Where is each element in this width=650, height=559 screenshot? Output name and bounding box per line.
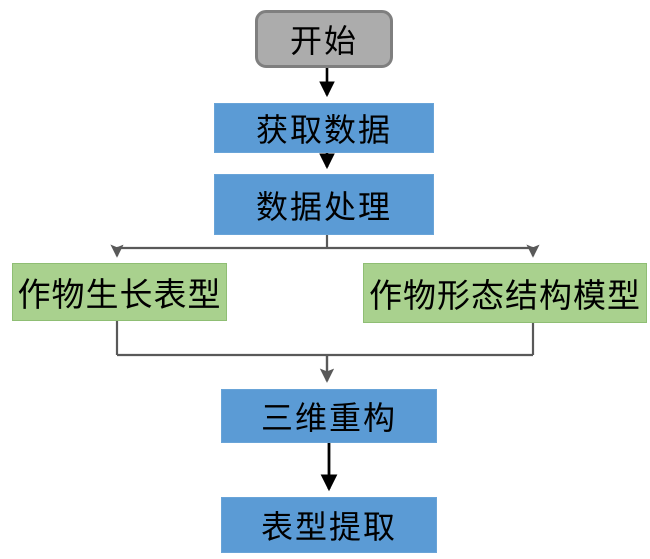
node-crop-morphology-model: 作物形态结构模型: [363, 263, 647, 323]
node-acquire-data: 获取数据: [214, 103, 434, 153]
node-data-processing-label: 数据处理: [255, 188, 392, 225]
node-acquire-data-label: 获取数据: [255, 112, 392, 148]
node-data-processing: 数据处理: [214, 174, 434, 235]
node-start-label: 开始: [289, 23, 358, 59]
node-crop-morphology-model-label: 作物形态结构模型: [369, 279, 641, 315]
node-start: 开始: [255, 10, 393, 68]
node-3d-reconstruction-label: 三维重构: [260, 400, 397, 436]
node-crop-growth-phenotype: 作物生长表型: [12, 263, 227, 321]
node-phenotype-extraction-label: 表型提取: [260, 509, 397, 545]
node-crop-growth-phenotype-label: 作物生长表型: [17, 278, 222, 314]
node-3d-reconstruction: 三维重构: [221, 389, 437, 443]
node-phenotype-extraction: 表型提取: [221, 497, 437, 553]
